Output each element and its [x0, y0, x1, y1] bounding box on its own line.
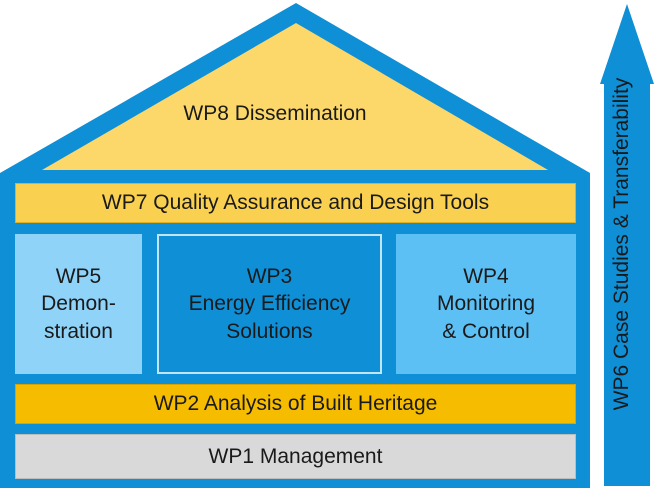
wp7-quality-assurance-block: WP7 Quality Assurance and Design Tools: [15, 183, 576, 223]
wp5-line1: WP5: [55, 265, 102, 289]
wp3-line1: WP3: [246, 265, 293, 289]
wp3-energy-efficiency-block: WP3 Energy Efficiency Solutions: [157, 234, 382, 374]
wp8-dissemination-label: WP8 Dissemination: [183, 102, 367, 126]
roof-fill: [42, 23, 548, 170]
roof-wp8: [0, 3, 590, 173]
wp6-arrow-shape: [600, 4, 654, 486]
wp6-arrow: [600, 4, 654, 486]
wp6-case-studies-label: WP6 Case Studies & Transferability: [610, 77, 633, 411]
wp5-line2: Demon-: [41, 292, 116, 316]
wp4-line2: Monitoring: [436, 292, 536, 316]
wp5-demonstration-block: WP5 Demon- stration: [15, 234, 142, 374]
wp4-monitoring-block: WP4 Monitoring & Control: [396, 234, 576, 374]
wp4-line1: WP4: [463, 265, 509, 289]
wp5-line3: stration: [44, 319, 113, 343]
wp3-line2: Energy Efficiency: [188, 292, 351, 316]
wp2-analysis-block: WP2 Analysis of Built Heritage: [15, 384, 576, 424]
wp4-line3: & Control: [442, 319, 530, 343]
wp3-line3: Solutions: [226, 319, 313, 343]
wp1-management-block: WP1 Management: [15, 434, 576, 479]
